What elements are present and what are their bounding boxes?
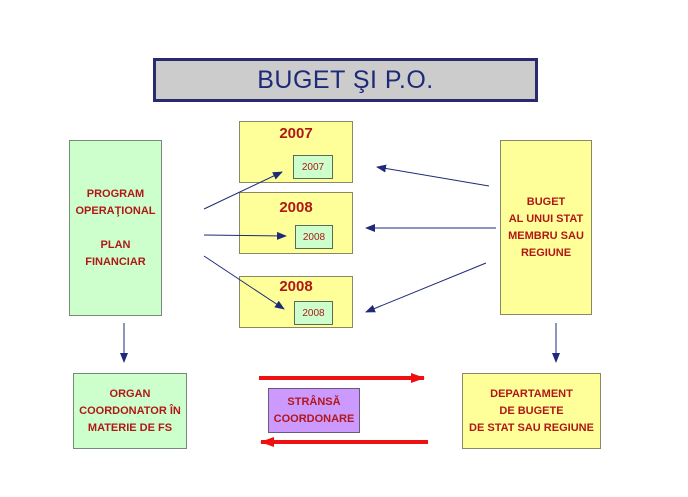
inner-year-box: 2008 xyxy=(295,225,333,249)
organ-line-1: ORGAN xyxy=(109,387,151,400)
departament-line-3: DE STAT SAU REGIUNE xyxy=(469,421,594,434)
program-line-2: OPERAŢIONAL xyxy=(75,204,156,217)
year-box-2008-a: 2008 2008 xyxy=(239,192,353,254)
stransa-coordonare-box: STRÂNSĂ COORDONARE xyxy=(268,388,360,433)
buget-line-3: MEMBRU SAU xyxy=(508,229,584,242)
arrow-program-to-2008-b xyxy=(203,255,285,310)
program-line-3: PLAN xyxy=(100,238,131,251)
year-label: 2008 xyxy=(279,199,313,216)
coordonare-line-1: STRÂNSĂ xyxy=(287,395,341,408)
buget-stat-membru-box: BUGET AL UNUI STAT MEMBRU SAU REGIUNE xyxy=(500,140,592,315)
diagram-title: BUGET ŞI P.O. xyxy=(153,58,538,102)
arrow-program-to-2008-a xyxy=(203,231,287,240)
departament-line-1: DEPARTAMENT xyxy=(490,387,573,400)
buget-line-2: AL UNUI STAT xyxy=(508,212,584,225)
arrow-buget-to-2008-b xyxy=(365,262,487,313)
coordonare-line-2: COORDONARE xyxy=(273,412,355,425)
year-box-2008-b: 2008 2008 xyxy=(239,276,353,328)
program-line-4: FINANCIAR xyxy=(85,255,146,268)
year-label: 2008 xyxy=(279,278,313,295)
buget-line-4: REGIUNE xyxy=(520,246,572,259)
program-line-1: PROGRAM xyxy=(86,187,145,200)
organ-line-2: COORDONATOR ÎN xyxy=(79,404,181,417)
departament-line-2: DE BUGETE xyxy=(499,404,564,417)
year-label: 2007 xyxy=(279,125,313,142)
organ-coordonator-box: ORGAN COORDONATOR ÎN MATERIE DE FS xyxy=(73,373,187,449)
departament-bugete-box: DEPARTAMENT DE BUGETE DE STAT SAU REGIUN… xyxy=(462,373,601,449)
program-operational-box: PROGRAM OPERAŢIONAL PLAN FINANCIAR xyxy=(69,140,162,316)
inner-year-box: 2008 xyxy=(294,301,333,325)
organ-line-3: MATERIE DE FS xyxy=(87,421,173,434)
year-box-2007: 2007 2007 xyxy=(239,121,353,183)
arrow-buget-to-2007 xyxy=(376,164,490,187)
inner-year-box: 2007 xyxy=(293,155,333,179)
arrow-program-to-2007 xyxy=(203,171,283,210)
buget-line-1: BUGET xyxy=(526,195,566,208)
